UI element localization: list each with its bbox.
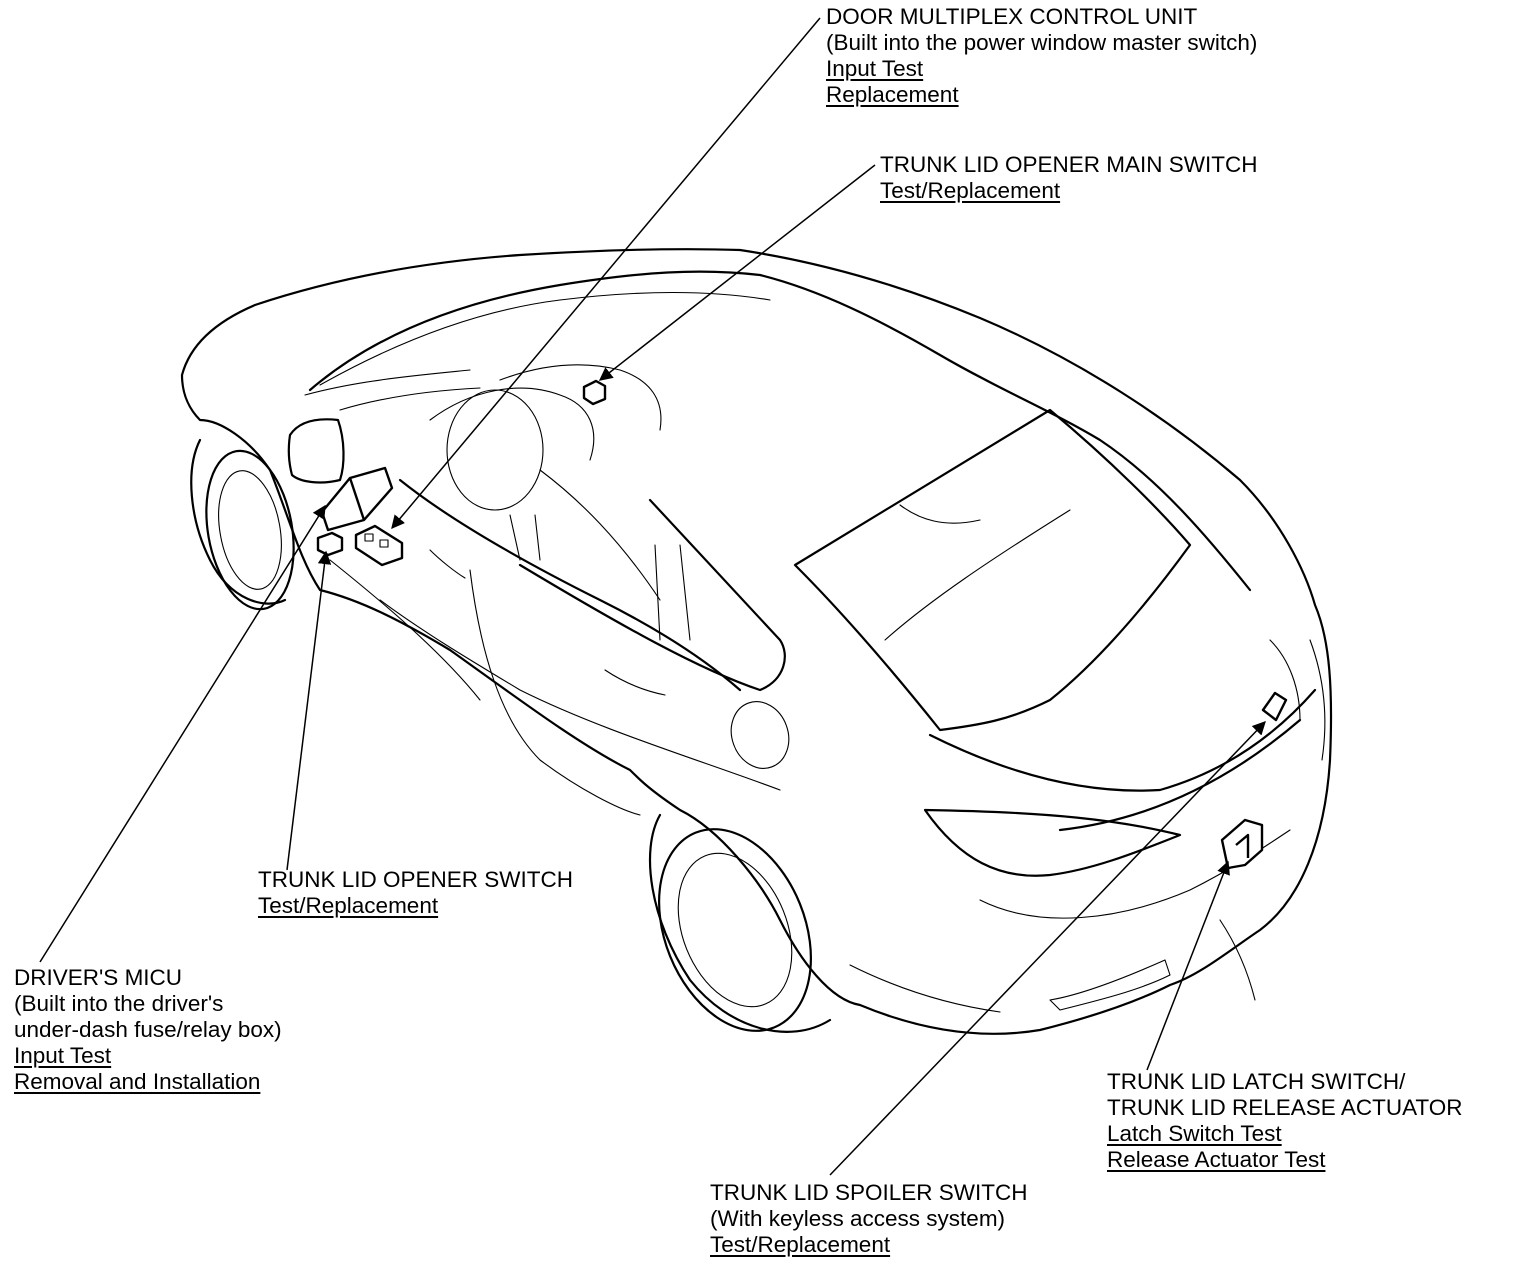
input-test-link[interactable]: Input Test [14, 1043, 112, 1068]
callout-door-multiplex-control-unit: DOOR MULTIPLEX CONTROL UNIT (Built into … [826, 4, 1257, 108]
car-outline [180, 248, 1333, 1035]
door-multiplex-control-unit-part [354, 524, 404, 567]
callout-trunk-lid-spoiler-switch: TRUNK LID SPOILER SWITCH (With keyless a… [710, 1180, 1028, 1258]
trunk-lid-opener-switch-part [316, 531, 344, 557]
callout-title: DRIVER'S MICU [14, 965, 183, 990]
callout-trunk-lid-opener-switch: TRUNK LID OPENER SWITCH Test/Replacement [258, 867, 573, 919]
callout-note-line-1: (Built into the driver's [14, 991, 224, 1016]
test-replacement-link[interactable]: Test/Replacement [880, 178, 1061, 203]
release-actuator-test-link[interactable]: Release Actuator Test [1107, 1147, 1326, 1172]
callout-note: (Built into the power window master swit… [826, 30, 1258, 55]
callout-title-line-1: TRUNK LID LATCH SWITCH/ [1107, 1069, 1406, 1094]
callout-note-line-2: under-dash fuse/relay box) [14, 1017, 282, 1042]
callout-title-line-2: TRUNK LID RELEASE ACTUATOR [1107, 1095, 1463, 1120]
trunk-lid-latch-switch-part [1220, 818, 1264, 870]
callout-trunk-lid-latch-switch: TRUNK LID LATCH SWITCH/ TRUNK LID RELEAS… [1107, 1069, 1463, 1173]
callout-title: DOOR MULTIPLEX CONTROL UNIT [826, 4, 1198, 29]
callout-trunk-lid-opener-main-switch: TRUNK LID OPENER MAIN SWITCH Test/Replac… [880, 152, 1258, 204]
callout-note: (With keyless access system) [710, 1206, 1006, 1231]
latch-switch-test-link[interactable]: Latch Switch Test [1107, 1121, 1282, 1146]
removal-installation-link[interactable]: Removal and Installation [14, 1069, 261, 1094]
callout-drivers-micu: DRIVER'S MICU (Built into the driver's u… [14, 965, 282, 1095]
callout-title: TRUNK LID OPENER SWITCH [258, 867, 574, 892]
test-replacement-link[interactable]: Test/Replacement [258, 893, 439, 918]
drivers-micu-box [320, 466, 394, 532]
replacement-link[interactable]: Replacement [826, 82, 959, 107]
test-replacement-link[interactable]: Test/Replacement [710, 1232, 891, 1257]
trunk-lid-spoiler-switch-part [1261, 691, 1288, 722]
trunk-lid-opener-main-switch-part [582, 379, 607, 406]
input-test-link[interactable]: Input Test [826, 56, 924, 81]
leader-lines [39, 17, 1266, 1176]
callout-title: TRUNK LID OPENER MAIN SWITCH [880, 152, 1258, 177]
callout-title: TRUNK LID SPOILER SWITCH [710, 1180, 1028, 1205]
